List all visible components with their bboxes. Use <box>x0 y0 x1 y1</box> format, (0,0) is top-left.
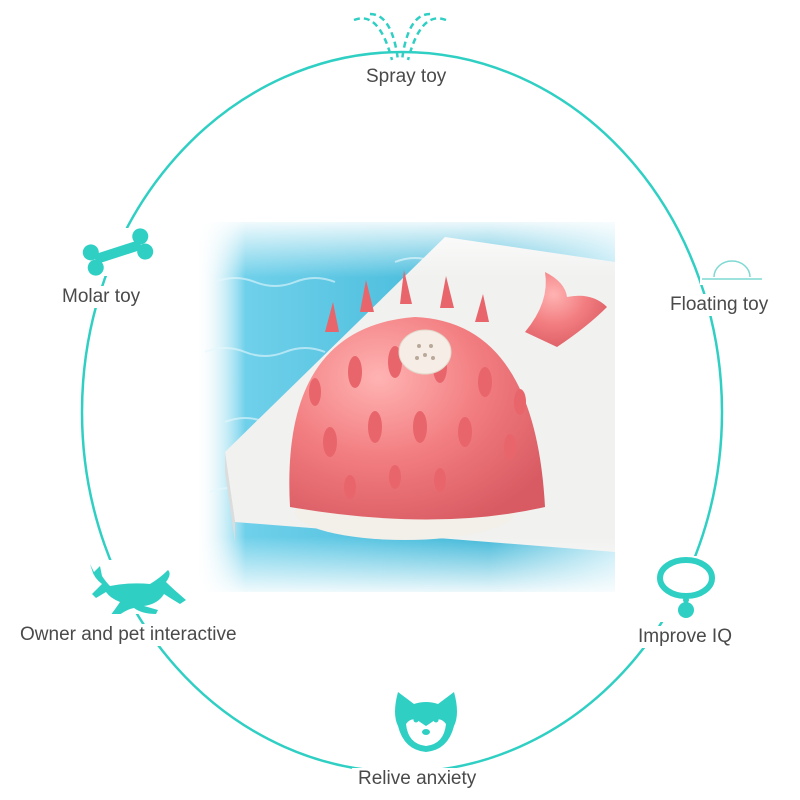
feature-improve-iq: Improve IQ <box>632 626 738 648</box>
feature-spray-toy: Spray toy <box>360 66 453 88</box>
feature-relive-anxiety: Relive anxiety <box>352 768 483 790</box>
feature-floating-toy: Floating toy <box>664 294 775 316</box>
feature-molar-toy: Molar toy <box>56 286 147 308</box>
feature-owner-pet-interactive: Owner and pet interactive <box>14 624 243 646</box>
collar-icon <box>656 556 716 622</box>
bone-icon <box>78 228 158 276</box>
product-photo <box>195 222 615 592</box>
shiba-face-icon <box>392 688 460 754</box>
spray-icon <box>353 12 447 61</box>
floating-icon <box>700 255 764 285</box>
running-dog-icon <box>80 560 190 614</box>
